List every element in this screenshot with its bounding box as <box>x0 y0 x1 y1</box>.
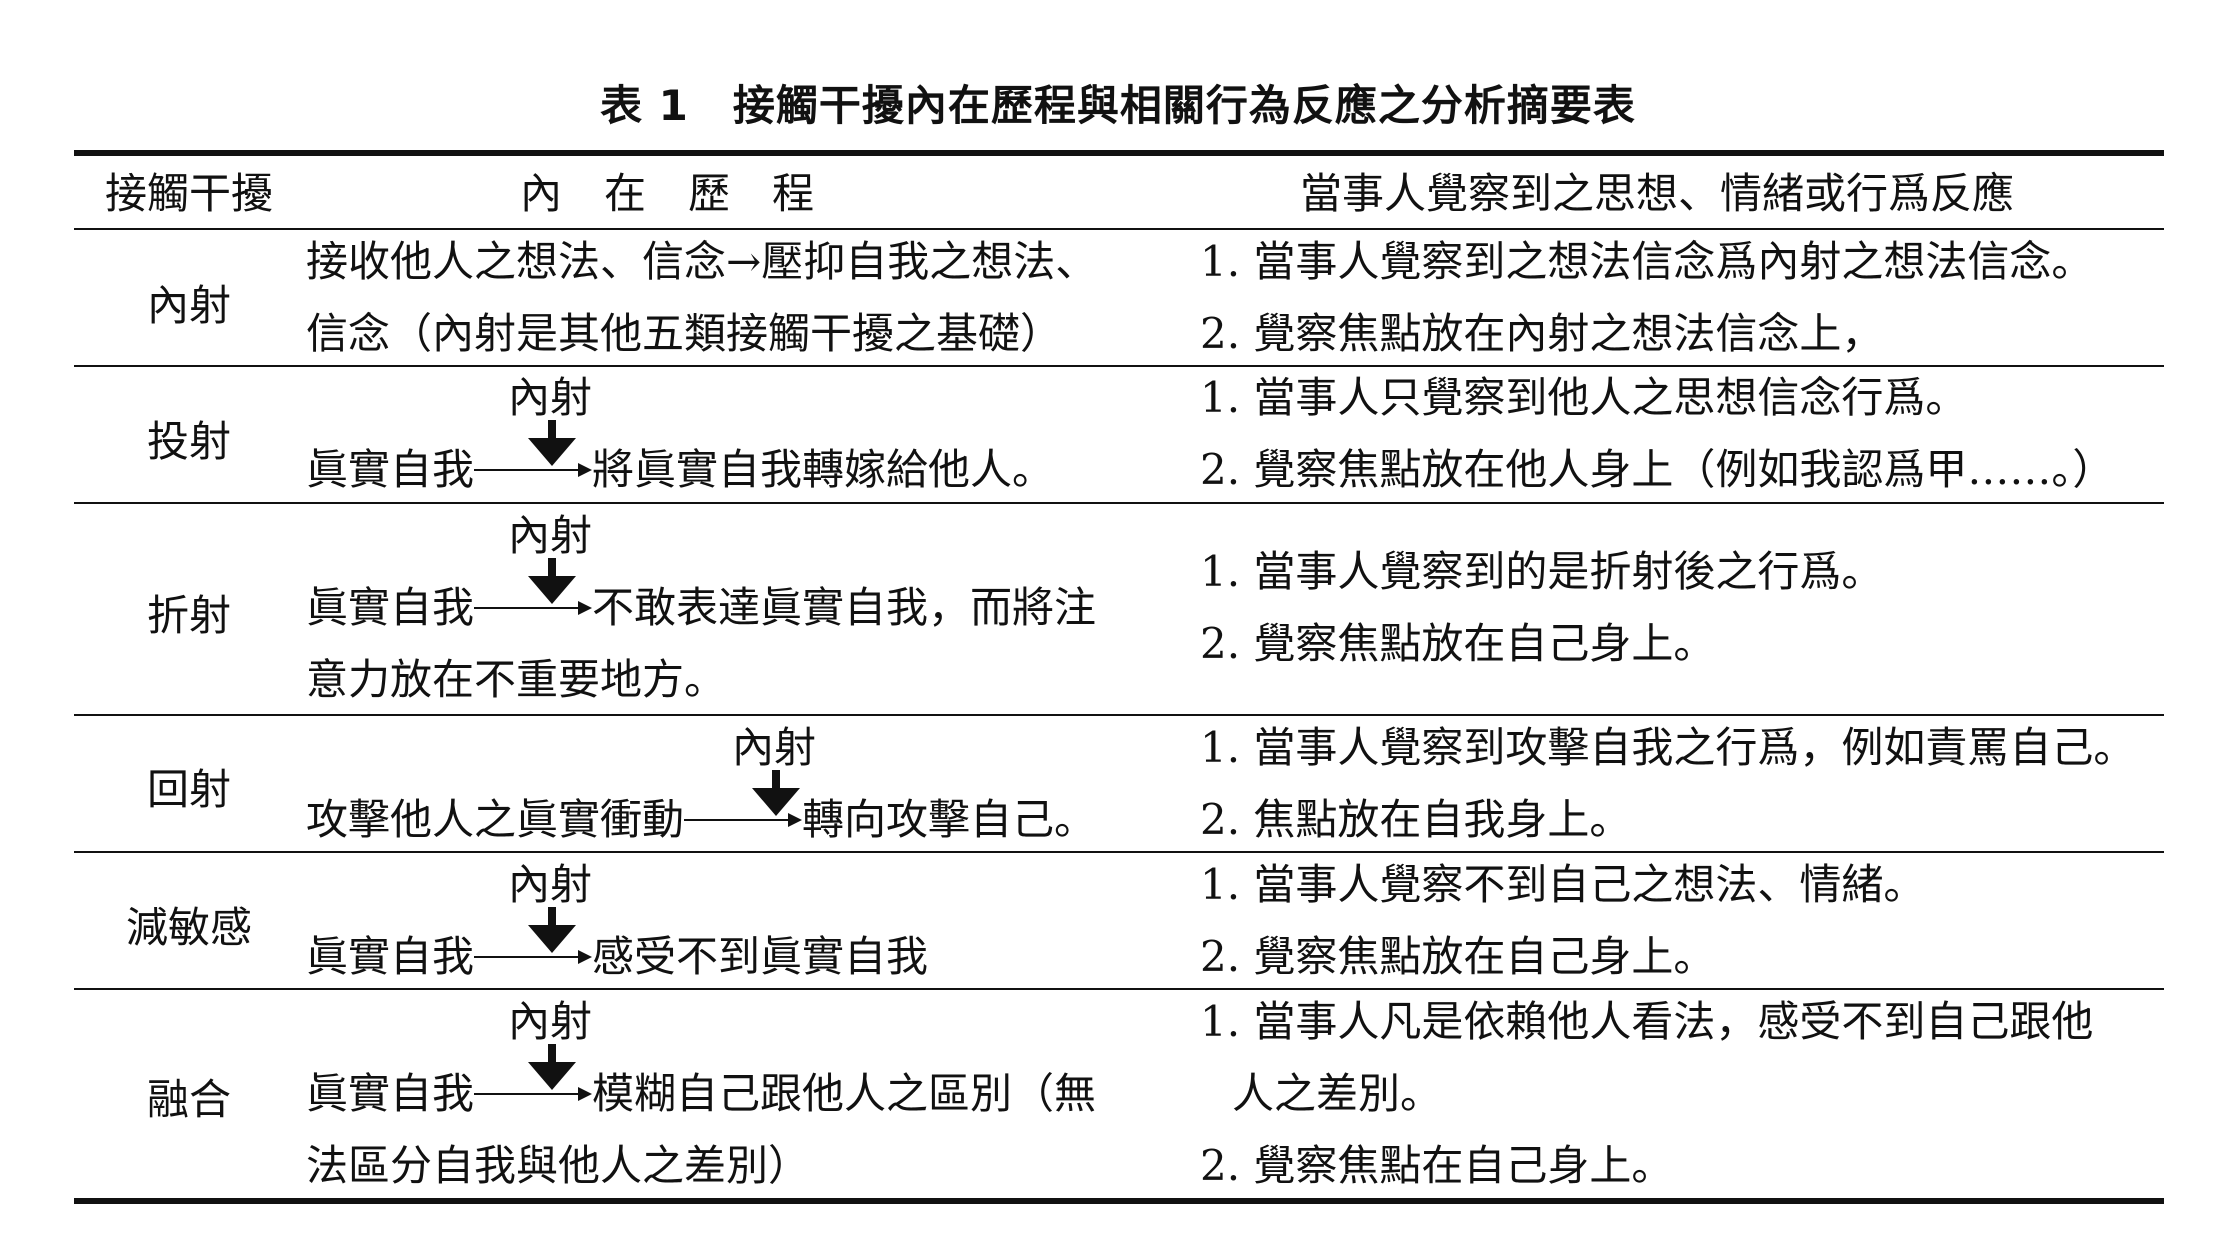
flow-result: 將眞實自我轉嫁給他人。 <box>592 445 1055 494</box>
response-line: 2. 焦點放在自我身上。 <box>1200 795 1632 844</box>
introjection-label: 內射 <box>508 511 593 560</box>
flow-source: 眞實自我 <box>306 583 475 632</box>
process-flow: 眞實自我 模糊自己跟他人之區別（無 <box>306 1066 1096 1122</box>
process-line: 意力放在不重要地方。 <box>306 655 727 704</box>
row-rule <box>74 502 2164 504</box>
row-rule <box>74 365 2164 367</box>
table-title: 接觸干擾內在歷程與相關行為反應之分析摘要表 <box>732 81 1636 130</box>
response-line: 2. 覺察焦點在自己身上。 <box>1200 1141 1674 1190</box>
introjection-label: 內射 <box>508 997 593 1046</box>
row-name: 投射 <box>146 417 231 466</box>
flow-result: 不敢表達眞實自我，而將注 <box>592 583 1097 632</box>
down-arrow-icon <box>528 558 576 604</box>
down-arrow-icon <box>752 770 800 816</box>
row-name: 內射 <box>146 281 231 330</box>
process-flow: 攻擊他人之眞實衝動 轉向攻擊自己。 <box>306 792 1096 848</box>
process-flow: 眞實自我 將眞實自我轉嫁給他人。 <box>306 442 1054 498</box>
introjection-label: 內射 <box>508 373 593 422</box>
header-rule <box>74 228 2164 230</box>
right-arrow-icon <box>474 1087 593 1101</box>
flow-result: 模糊自己跟他人之區別（無 <box>592 1069 1097 1118</box>
header-awareness: 當事人覺察到之思想、情緒或行爲反應 <box>1300 169 2015 218</box>
response-line: 1. 當事人覺察到的是折射後之行爲。 <box>1200 547 1884 596</box>
process-flow: 眞實自我 感受不到眞實自我 <box>306 929 928 985</box>
row-name: 回射 <box>146 765 231 814</box>
header-contact-disturbance: 接觸干擾 <box>104 169 273 218</box>
process-line: 接收他人之想法、信念→壓抑自我之想法、 <box>306 237 1098 286</box>
row-name: 融合 <box>146 1075 231 1124</box>
header-inner-process: 內 在 歷 程 <box>520 169 815 218</box>
response-line: 1. 當事人只覺察到他人之思想信念行爲。 <box>1200 373 1968 422</box>
right-arrow-icon <box>474 463 593 477</box>
row-rule <box>74 714 2164 716</box>
right-arrow-icon <box>684 813 803 827</box>
process-flow: 眞實自我 不敢表達眞實自我，而將注 <box>306 580 1096 636</box>
introjection-label: 內射 <box>508 860 593 909</box>
row-name: 減敏感 <box>125 903 252 952</box>
response-line: 1. 當事人覺察到之想法信念爲內射之想法信念。 <box>1200 237 2094 286</box>
flow-result: 感受不到眞實自我 <box>592 932 929 981</box>
top-rule <box>74 150 2164 156</box>
right-arrow-icon <box>474 950 593 964</box>
table-caption: 表 1 接觸干擾內在歷程與相關行為反應之分析摘要表 <box>0 72 2236 133</box>
response-line: 1. 當事人凡是依賴他人看法，感受不到自己跟他 <box>1200 997 2094 1046</box>
response-line: 2. 覺察焦點放在自己身上。 <box>1200 932 1716 981</box>
response-line: 1. 當事人覺察不到自己之想法、情緒。 <box>1200 860 1926 909</box>
response-line: 2. 覺察焦點放在他人身上（例如我認爲甲……。） <box>1200 445 2115 494</box>
row-rule <box>74 988 2164 990</box>
process-line: 信念（內射是其他五類接觸干擾之基礎） <box>306 309 1063 358</box>
down-arrow-icon <box>528 420 576 466</box>
right-arrow-icon <box>474 601 593 615</box>
flow-source: 眞實自我 <box>306 932 475 981</box>
response-line: 2. 覺察焦點放在自己身上。 <box>1200 619 1716 668</box>
response-line: 人之差別。 <box>1232 1069 1443 1118</box>
introjection-label: 內射 <box>732 723 817 772</box>
flow-source: 攻擊他人之眞實衝動 <box>306 795 685 844</box>
flow-result: 轉向攻擊自己。 <box>802 795 1097 844</box>
row-rule <box>74 851 2164 853</box>
response-line: 1. 當事人覺察到攻擊自我之行爲，例如責罵自己。 <box>1200 723 2136 772</box>
table-number: 表 1 <box>600 81 689 130</box>
down-arrow-icon <box>528 1044 576 1090</box>
bottom-rule <box>74 1198 2164 1204</box>
flow-source: 眞實自我 <box>306 1069 475 1118</box>
process-line: 法區分自我與他人之差別） <box>306 1141 811 1190</box>
flow-source: 眞實自我 <box>306 445 475 494</box>
response-line: 2. 覺察焦點放在內射之想法信念上， <box>1200 309 1884 358</box>
row-name: 折射 <box>146 591 231 640</box>
down-arrow-icon <box>528 907 576 953</box>
